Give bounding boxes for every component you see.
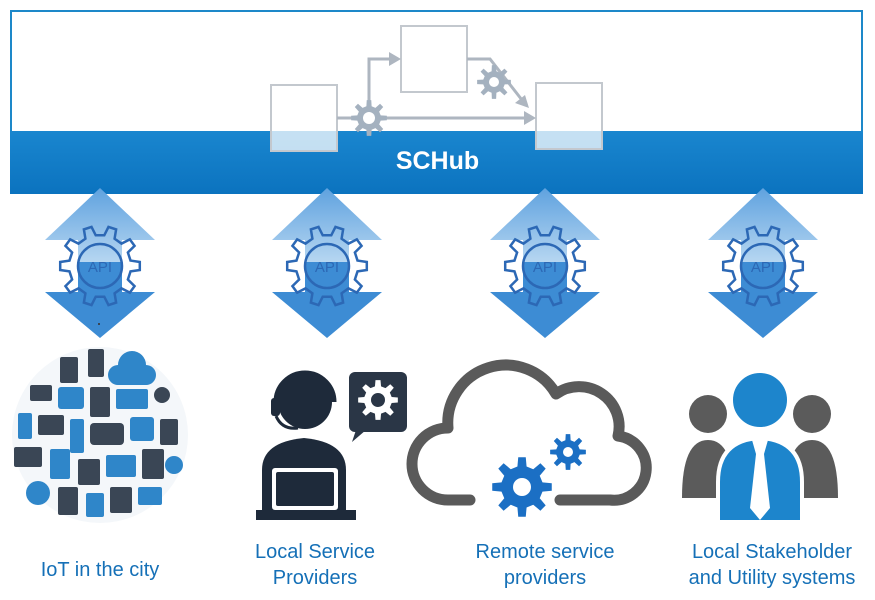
api-gear-icon: API — [503, 225, 587, 307]
api-gear-icon: API — [285, 225, 369, 307]
caption-iot: IoT in the city — [40, 559, 160, 581]
api-label: API — [533, 259, 557, 276]
workflow-box — [270, 84, 338, 152]
api-label: API — [751, 259, 775, 276]
api-arrow-stakeholders: API — [708, 188, 818, 338]
hub-bar — [10, 131, 863, 194]
api-arrow-iot: API — [45, 188, 155, 338]
api-arrow-local-service: API — [272, 188, 382, 338]
people-group-icon — [682, 369, 838, 524]
arrow-down-icon — [708, 262, 818, 338]
arrow-up-icon — [708, 188, 818, 262]
caption-local-service: Local Service Providers — [254, 541, 376, 589]
gear-icon — [477, 65, 511, 99]
cloud-gears-icon — [406, 359, 652, 517]
support-agent-icon — [256, 370, 407, 520]
arrow-down-icon — [490, 262, 600, 338]
workflow-box — [400, 25, 468, 93]
api-arrow-remote-service: API — [490, 188, 600, 338]
caption-remote-service: Remote service providers — [475, 541, 615, 589]
arrow-down-icon — [45, 262, 155, 338]
arrow-up-icon — [45, 188, 155, 262]
workflow-box — [535, 82, 603, 150]
hub-label: SCHub — [395, 147, 480, 175]
gear-icon — [351, 100, 387, 136]
arrow-down-icon — [272, 262, 382, 338]
iot-devices-icon — [12, 323, 188, 523]
arrow-up-icon — [272, 188, 382, 262]
api-gear-icon: API — [721, 225, 805, 307]
arrow-up-icon — [490, 188, 600, 262]
workflow-diagram — [270, 25, 603, 152]
api-label: API — [315, 259, 339, 276]
api-label: API — [88, 259, 112, 276]
api-gear-icon: API — [58, 225, 142, 307]
caption-stakeholders: Local Stakeholder and Utility systems — [688, 541, 856, 589]
